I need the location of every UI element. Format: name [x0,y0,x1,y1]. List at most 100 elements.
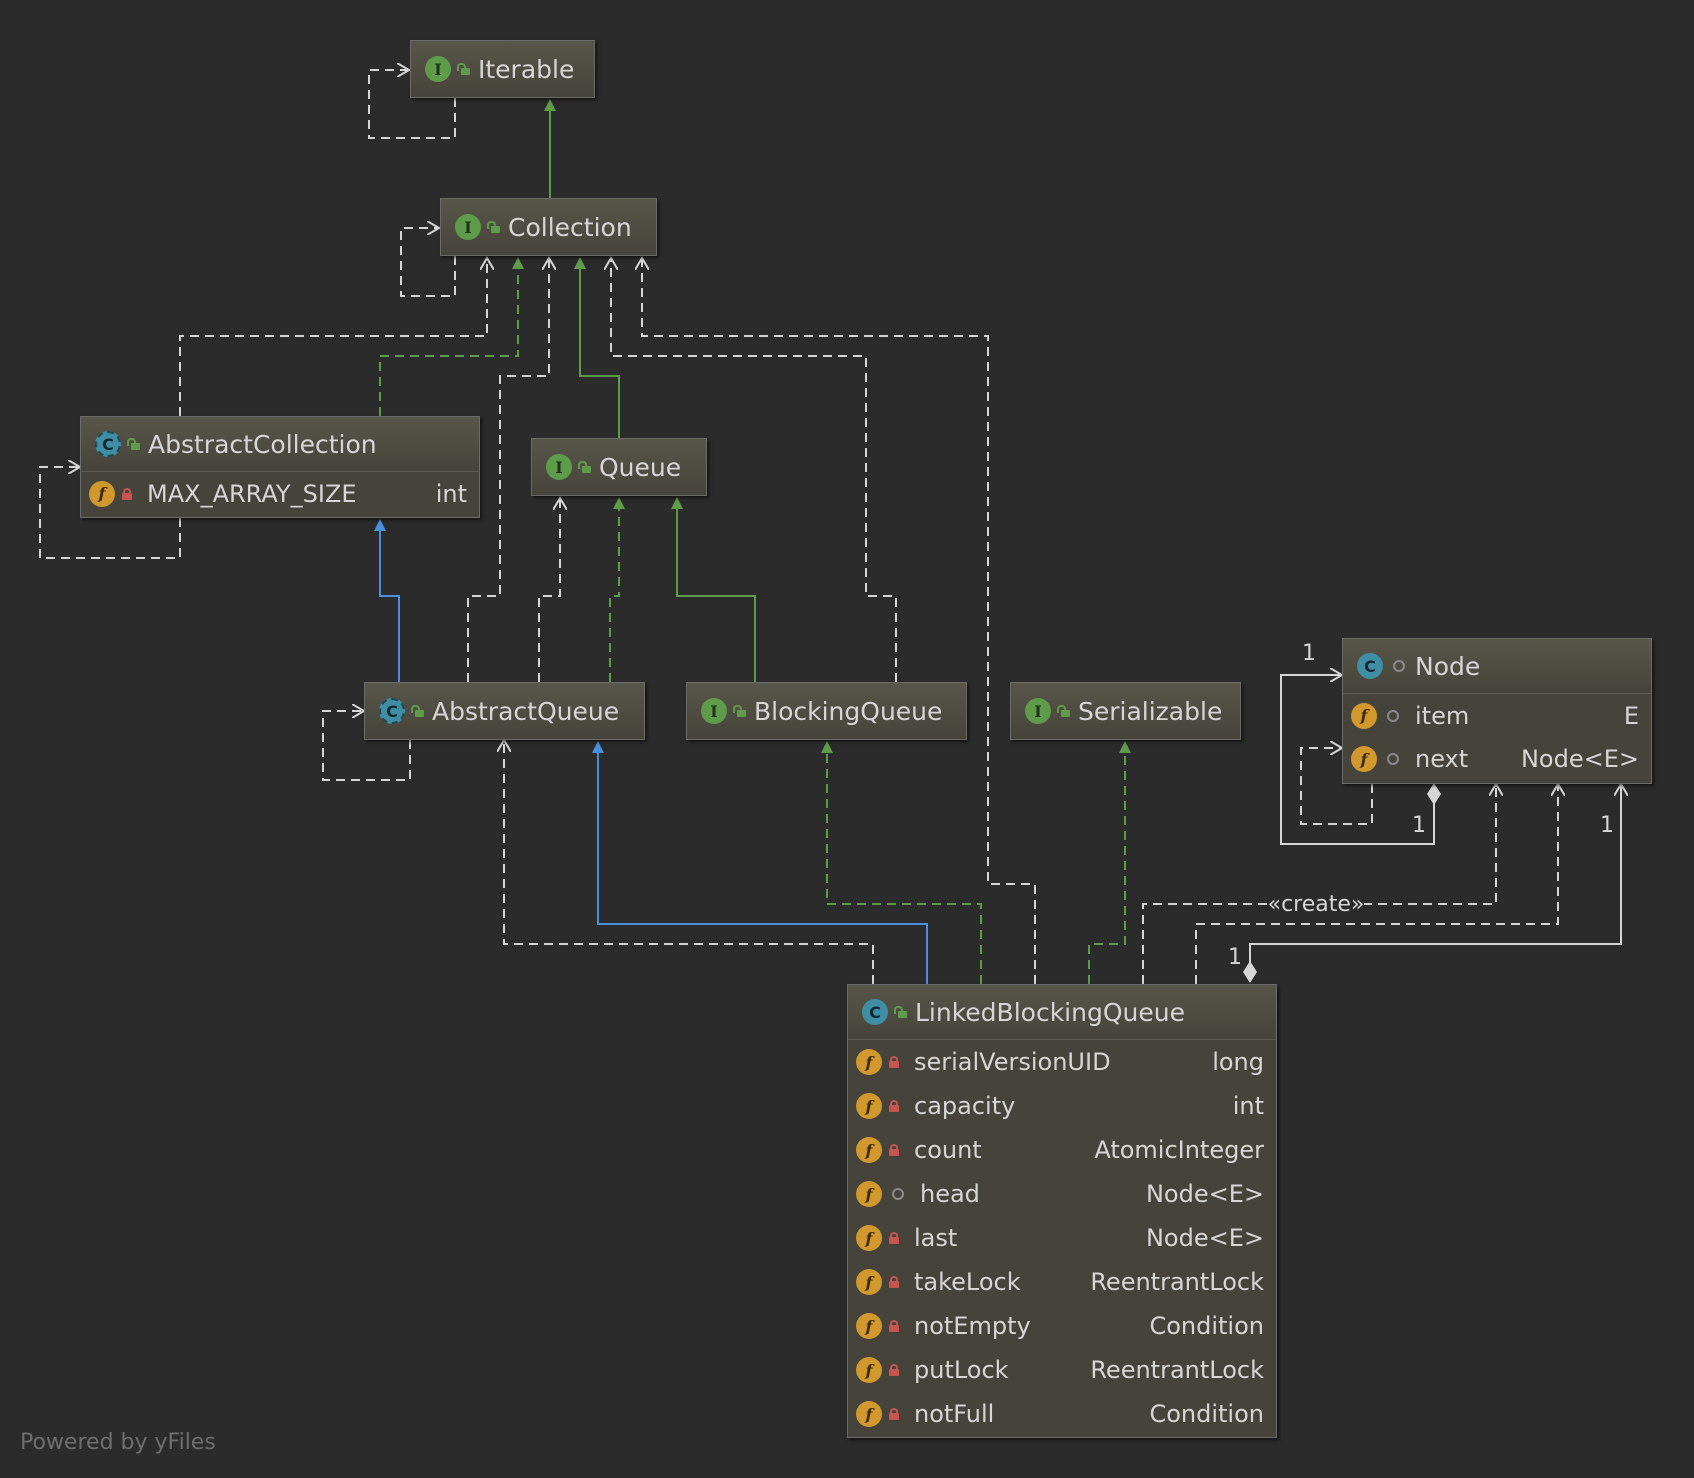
package-visibility-icon [892,1188,904,1200]
field-row[interactable]: f MAX_ARRAY_SIZE int [81,471,479,515]
abstract-queue-node[interactable]: C AbstractQueue [364,682,645,740]
interface-icon: I [701,698,727,724]
edge-node-self-dependency [1300,748,1373,825]
field-type: ReentrantLock [1090,1268,1264,1296]
field-row[interactable]: f item E [1343,693,1651,737]
private-lock-icon [888,1408,900,1420]
field-type: E [1623,701,1639,730]
field-name: notEmpty [914,1312,1031,1340]
static-field-icon: f [856,1269,882,1295]
footer-text: Powered by yFiles [20,1430,216,1455]
edge-abstract-collection-from-abstract-queue [374,519,400,682]
abstract-class-icon: C [379,698,405,724]
field-name: item [1415,701,1470,730]
blocking-queue-node[interactable]: I BlockingQueue [686,682,967,740]
public-visibility-icon [1057,705,1070,717]
field-type: ReentrantLock [1090,1356,1264,1384]
self-dependency-abstract-collection [39,467,181,559]
node-name: BlockingQueue [754,696,943,726]
field-name: count [914,1136,982,1164]
field-name: putLock [914,1356,1009,1384]
edge-lbq-implements-serializable [1088,741,1131,984]
field-icon: f [856,1181,882,1207]
node-name: Serializable [1078,696,1223,726]
field-type: long [1212,1048,1264,1076]
static-field-icon: f [856,1313,882,1339]
edge-lbq-implements-blocking-queue [821,741,982,984]
static-field-icon: f [856,1049,882,1075]
field-type: int [435,479,467,508]
node-name: LinkedBlockingQueue [915,997,1185,1027]
field-icon: f [856,1093,882,1119]
field-name: capacity [914,1092,1016,1120]
interface-icon: I [1025,698,1051,724]
serializable-node[interactable]: I Serializable [1010,682,1241,740]
edge-abstract-queue-dep-collection [467,258,549,682]
public-visibility-icon [733,705,746,717]
multiplicity-node-self-top: 1 [1302,641,1316,666]
private-lock-icon [888,1100,900,1112]
package-visibility-icon [1387,753,1399,765]
self-dependency-abstract-queue [322,711,411,781]
private-lock-icon [888,1144,900,1156]
field-type: AtomicInteger [1094,1136,1264,1164]
static-field-icon: f [856,1357,882,1383]
private-lock-icon [888,1276,900,1288]
public-visibility-icon [457,63,470,75]
field-icon: f [856,1137,882,1163]
package-visibility-icon [1387,709,1399,722]
multiplicity-lbq: 1 [1228,945,1242,970]
queue-node[interactable]: I Queue [531,438,707,496]
field-type: Condition [1149,1312,1264,1340]
field-name: notFull [914,1400,995,1428]
field-row[interactable]: f head Node<E> [848,1172,1276,1216]
field-type: Condition [1149,1400,1264,1428]
field-row[interactable]: f count AtomicInteger [848,1128,1276,1172]
field-row[interactable]: f notEmpty Condition [848,1304,1276,1348]
interface-icon: I [455,214,481,240]
public-visibility-icon [894,1006,907,1018]
abstract-collection-node[interactable]: C AbstractCollection f MAX_ARRAY_SIZE in… [80,416,480,518]
node-class-node[interactable]: C Node f item E f next Node<E> [1342,638,1652,784]
iterable-node[interactable]: I Iterable [410,40,595,98]
field-name: next [1415,745,1469,773]
field-icon: f [856,1225,882,1251]
edge-abstract-collection-dep-collection [179,258,487,416]
edge-blocking-queue-extends-queue [671,497,756,682]
field-type: Node<E> [1520,745,1639,773]
node-name: AbstractQueue [432,696,620,726]
edge-lbq-dep-abstract-queue [504,740,874,984]
interface-icon: I [546,454,572,480]
node-name: Collection [508,212,632,242]
field-name: MAX_ARRAY_SIZE [147,479,357,508]
class-icon: C [862,999,888,1025]
private-lock-icon [888,1056,900,1068]
edge-node-composition-self [1280,675,1434,845]
package-visibility-icon [1393,660,1405,672]
field-type: Node<E> [1145,1180,1264,1208]
edge-abstract-queue-implements-queue [609,497,625,682]
field-type: Node<E> [1145,1224,1264,1252]
field-icon: f [1351,746,1377,772]
collection-node[interactable]: I Collection [440,198,657,256]
edge-lbq-dep-collection [642,258,1036,984]
node-name: Iterable [478,54,575,84]
field-row[interactable]: f putLock ReentrantLock [848,1348,1276,1392]
self-dependency-collection [400,228,456,297]
multiplicity-node-self-bottom: 1 [1412,813,1426,838]
private-lock-icon [888,1232,900,1244]
create-label: «create» [1268,892,1365,917]
abstract-class-icon: C [95,431,121,457]
static-field-icon: f [89,480,115,507]
field-row[interactable]: f next Node<E> [1343,737,1651,781]
field-name: head [920,1180,980,1208]
edge-abstract-queue-dep-queue [538,498,560,682]
public-visibility-icon [411,705,424,717]
